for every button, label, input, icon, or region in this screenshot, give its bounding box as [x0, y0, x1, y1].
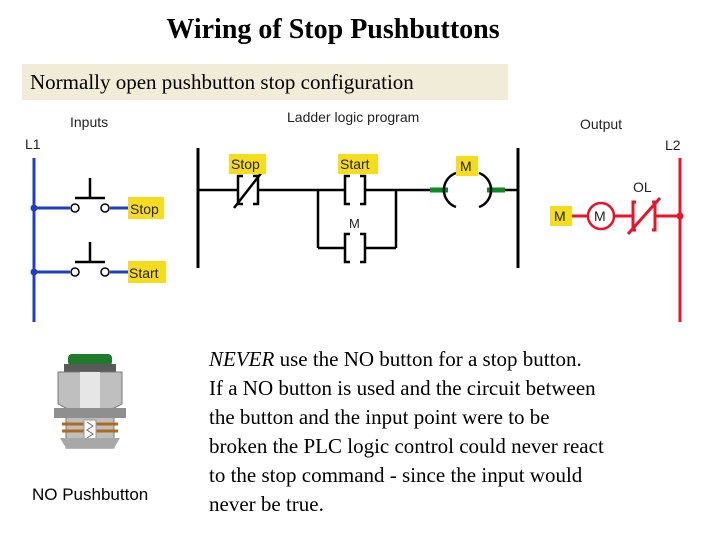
paragraph-line-6: never be true.: [209, 492, 324, 516]
stop-pushbutton-symbol: [70, 178, 110, 213]
paragraph-line-2: If a NO button is used and the circuit b…: [209, 376, 596, 400]
warning-paragraph: NEVER use the NO button for a stop butto…: [209, 345, 709, 519]
contact-start-label: Start: [340, 156, 370, 172]
l2-label: L2: [665, 137, 681, 153]
paragraph-line-1: NEVER use the NO button for a stop butto…: [209, 345, 709, 374]
l1-node-bottom: [30, 268, 38, 276]
l1-node-top: [30, 204, 38, 212]
contact-stop-tag: [229, 154, 266, 174]
stop-nc-contact: [233, 171, 263, 209]
output-m-tag: [550, 206, 572, 226]
paragraph-line-4: broken the PLC logic control could never…: [209, 434, 604, 458]
pushbutton-caption: NO Pushbutton: [32, 485, 149, 504]
output-coil: [430, 171, 505, 209]
m-seal-in-contact: [343, 232, 367, 264]
start-no-contact: [343, 174, 367, 206]
input-start-label: Start: [129, 265, 159, 281]
coil-m-label: M: [460, 158, 472, 174]
coil-m-tag: [456, 156, 478, 176]
paragraph-line-5: to the stop command - since the input wo…: [209, 463, 583, 487]
contact-stop-label: Stop: [231, 156, 260, 172]
contact-start-tag: [338, 154, 378, 174]
paragraph-line-3: the button and the input point were to b…: [209, 405, 550, 429]
inputs-label: Inputs: [70, 114, 108, 130]
contact-m-label: M: [349, 216, 360, 231]
ladder-label: Ladder logic program: [287, 109, 419, 125]
ol-label: OL: [633, 179, 652, 195]
no-pushbutton-illustration: [54, 354, 126, 449]
paragraph-line-1-rest: use the NO button for a stop button.: [274, 347, 582, 371]
wiring-diagram: L1 Inputs Ladder logic program Output L2…: [25, 109, 684, 322]
l2-node: [676, 212, 684, 220]
output-wiring: [572, 158, 682, 322]
page-title: Wiring of Stop Pushbuttons: [166, 14, 500, 45]
input-stop-tag: [128, 197, 164, 219]
start-pushbutton-symbol: [70, 242, 110, 277]
paragraph-emphasis: NEVER: [209, 347, 275, 371]
motor-label: M: [594, 208, 606, 224]
output-label: Output: [580, 116, 622, 132]
subtitle-banner: Normally open pushbutton stop configurat…: [22, 64, 508, 100]
input-wiring: [32, 158, 128, 322]
input-start-tag: [128, 261, 166, 283]
output-m-label: M: [554, 208, 566, 224]
motor-symbol: [586, 201, 616, 231]
input-stop-label: Stop: [130, 201, 159, 217]
rung-1: [198, 188, 518, 250]
l1-label: L1: [25, 136, 41, 152]
